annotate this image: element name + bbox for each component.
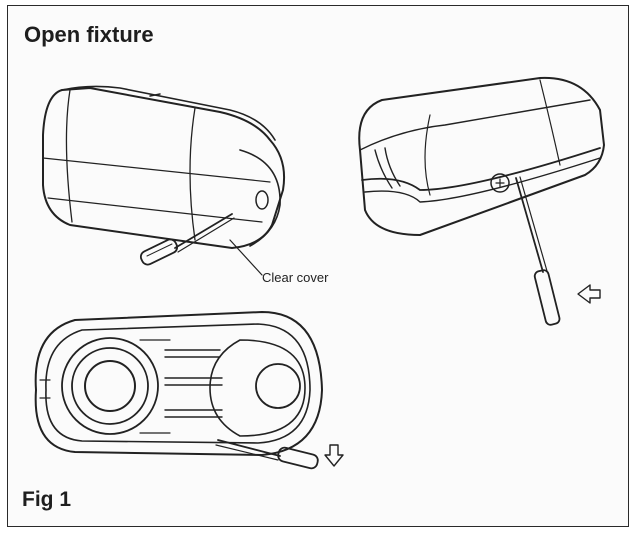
clear-cover-callout: Clear cover bbox=[262, 270, 329, 285]
callout-leader bbox=[229, 239, 263, 276]
arrow-down-icon bbox=[324, 444, 344, 467]
fixture-closed-left bbox=[42, 85, 286, 249]
arrow-left-icon bbox=[577, 284, 601, 304]
fixture-closed-right bbox=[358, 76, 605, 236]
figure-label: Fig 1 bbox=[22, 488, 72, 511]
screwdriver-icon bbox=[139, 213, 235, 266]
figure-title: Open fixture bbox=[24, 22, 154, 47]
fixture-open-bottom bbox=[34, 311, 323, 456]
screwdriver-icon bbox=[515, 176, 561, 326]
screwdriver-icon bbox=[215, 439, 319, 470]
